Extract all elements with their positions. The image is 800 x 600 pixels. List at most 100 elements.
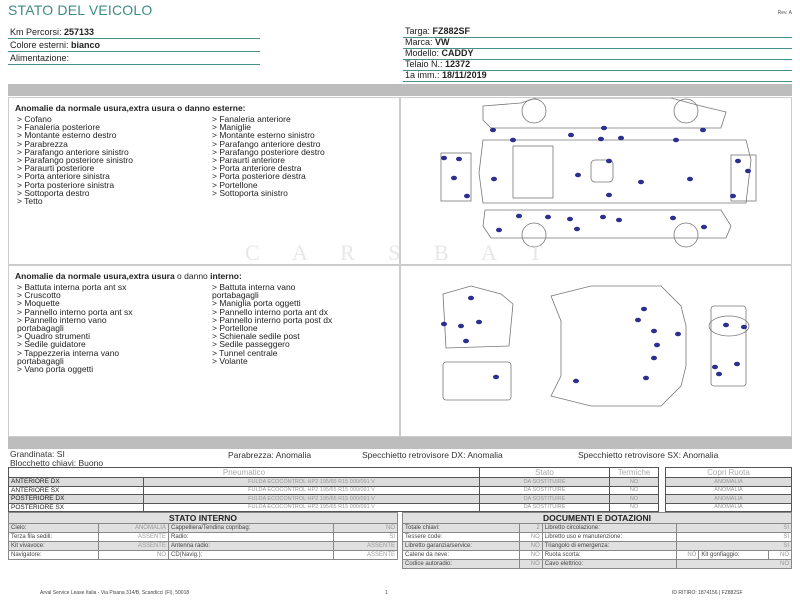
status-value: NO [675,550,700,560]
status-label: Navigatore: [8,550,99,560]
damage-marker [606,192,612,198]
damage-list-item: > Portellone [212,323,258,334]
copri-ruota-value: ANOMALIA [665,494,792,504]
damage-list-item: > Battuta interna porta ant sx [17,282,127,292]
car-side-bottom-view [482,209,732,248]
car-front-view [440,152,472,202]
status-value: SI [675,541,793,551]
status-label: Kit vivavoce: [8,541,99,551]
damage-marker [730,193,736,199]
damage-marker [716,371,722,377]
stato-interno-title: STATO INTERNO [8,512,398,524]
interior-diagram [400,265,792,437]
damage-marker [741,324,747,330]
damage-list-item: > Sottoporta sinistro [212,187,288,198]
damage-list-item: > Tetto [17,196,43,207]
damage-marker [493,374,499,380]
interior-damage-list-panel: Anomalie da normale usura,extra usura o … [8,265,400,437]
damage-list-item: > Pannello interno porta ant dx [212,306,329,317]
tyre-winter: NO [609,485,659,495]
damage-list-item: > Parabrezza [17,138,68,149]
damage-list-item: > Montante esterno sinistro [212,130,315,141]
summary-left: Grandinata: SI Blocchetto chiavi: Buono [10,450,103,468]
info-value: 12372 [445,59,471,69]
damage-marker [654,342,660,348]
damage-list-item: > Fanaleria posteriore [17,122,100,133]
vehicle-info-row: Km Percorsi: 257133 [8,26,260,39]
damage-marker [490,127,496,133]
status-value: NO [519,559,543,569]
car-top-view [478,139,752,204]
tyre-status: DA SOSTITUIRE [479,502,611,512]
damage-list-item: > Porta posteriore sinistra [17,179,115,190]
info-label: Targa: [405,26,431,36]
damage-marker [598,136,604,142]
damage-marker [545,214,551,220]
vehicle-info-row: Marca: VW [403,37,792,49]
damage-marker [701,224,707,230]
info-label: Telaio N.: [405,59,443,69]
tyre-winter: NO [609,477,659,487]
info-value: CADDY [441,48,474,58]
footer-id: ID RITIRO: 1874156 | FZ882SF [672,590,743,596]
damage-marker [463,338,469,344]
status-value: ANOMALIA [97,523,169,533]
damage-marker [670,215,676,221]
cabin-top-view [550,285,687,407]
damage-list-item: > Tappezzeria interna vano [17,347,120,358]
damage-marker [574,226,580,232]
exterior-list-col1: > Cofano> Fanaleria posteriore> Montante… [17,115,133,207]
info-label: Km Percorsi: [10,27,62,37]
footer-address: Arval Service Lease Italia - Via Pisana … [40,590,190,596]
damage-list-item: portabagagli [17,355,64,366]
watermark-logo: C A R S B A T [245,240,557,265]
damage-list-item: > Volante [212,355,248,366]
tyre-model: FULDA ECOCONTROL HP2 195/65 R15 000/091 … [142,494,481,504]
damage-list-item: > Fanaleria anteriore [212,114,291,124]
damage-marker [575,172,581,178]
copri-ruota-value: ANOMALIA [665,502,792,512]
exterior-heading: Anomalie da normale usura,extra usura o … [15,103,246,113]
status-value: NO [519,541,543,551]
damage-list-item: > Sedile passeggero [212,339,290,350]
damage-marker [635,317,641,323]
status-value: ASSENTE [97,532,169,542]
tyre-position: ANTERIORE SX [8,485,144,495]
vehicle-info-row: Modello: CADDY [403,48,792,60]
tyre-winter: NO [609,494,659,504]
damage-list-item: > Portellone [212,179,258,190]
copri-ruota-value: ANOMALIA [665,477,792,487]
blocchetto-status: Blocchetto chiavi: Buono [10,458,104,468]
status-label: Cavo elettrico: [541,559,677,569]
status-value: NO [768,550,792,560]
damage-marker [675,331,681,337]
damage-list-item: > Porta posteriore destra [212,171,306,182]
damage-marker [673,137,679,143]
documenti-title: DOCUMENTI E DOTAZIONI [402,512,792,524]
damage-list-item: > Paraurti anteriore [212,155,285,166]
damage-marker [735,158,741,164]
status-label: Libretto uso e manutenzione: [541,532,677,542]
status-label: Ruota scorta: [541,550,677,560]
status-value: NO [519,532,543,542]
damage-marker [468,295,474,301]
damage-marker [456,156,462,162]
tyre-position: POSTERIORE SX [8,502,144,512]
interior-list-col1: > Battuta interna porta ant sx> Cruscott… [17,282,133,374]
info-label: Colore esterni: [10,40,69,50]
damage-marker [618,135,624,141]
specchietto-dx-status: Specchietto retrovisore DX: Anomalia [362,450,503,460]
status-value: ASSENTE [332,541,399,551]
